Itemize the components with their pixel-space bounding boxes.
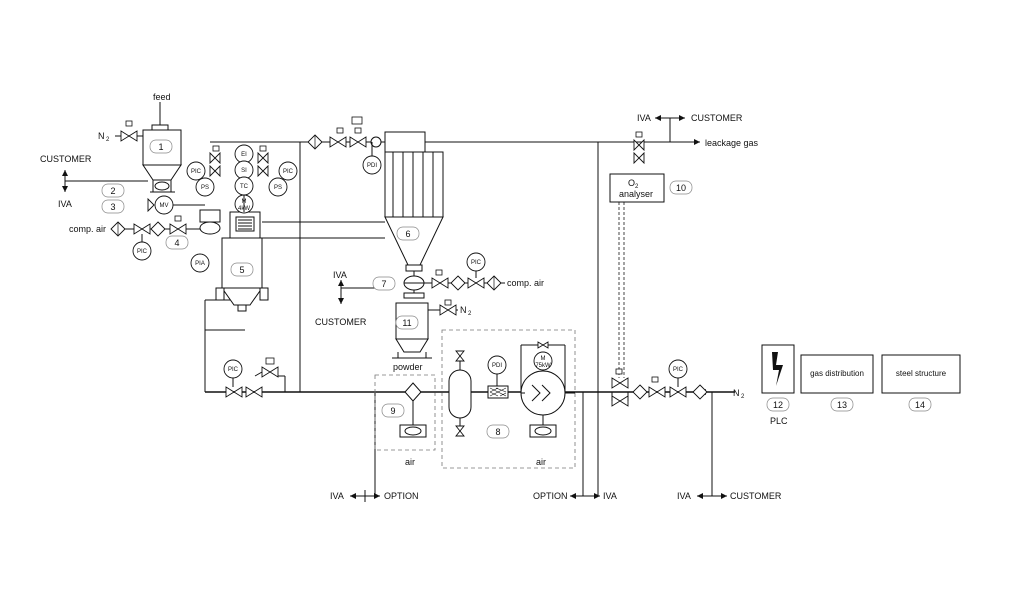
customer-label-1: CUSTOMER bbox=[40, 154, 92, 164]
svg-text:EI: EI bbox=[241, 152, 247, 158]
instrument-bubbles bbox=[132, 144, 688, 379]
powder-container bbox=[392, 302, 432, 359]
svg-text:PIC: PIC bbox=[191, 169, 202, 175]
customer-label-4: CUSTOMER bbox=[691, 113, 743, 123]
svg-text:2: 2 bbox=[468, 311, 472, 317]
callout-2: 2 bbox=[110, 186, 115, 196]
svg-text:PS: PS bbox=[274, 185, 282, 191]
air-label-1: air bbox=[405, 457, 415, 467]
callout-8: 8 bbox=[495, 427, 500, 437]
plc-label: PLC bbox=[770, 416, 788, 426]
comp-air-label-2: comp. air bbox=[507, 278, 544, 288]
iva-label-3: IVA bbox=[330, 491, 344, 501]
gas-distribution-cabinet bbox=[800, 354, 874, 394]
n2-label-2: N bbox=[460, 305, 467, 315]
svg-text:PDI: PDI bbox=[492, 363, 502, 369]
svg-text:M: M bbox=[541, 356, 546, 362]
text-labels: feed N 2 CUSTOMER IVA comp. air IVA CUST… bbox=[40, 92, 947, 501]
svg-text:4kW: 4kW bbox=[238, 206, 250, 212]
gas-distribution-label: gas distribution bbox=[810, 369, 864, 378]
iva-label-2: IVA bbox=[333, 270, 347, 280]
analyser-lines bbox=[609, 173, 665, 378]
svg-text:M: M bbox=[242, 199, 247, 205]
cabinets bbox=[761, 344, 961, 394]
leakage-gas-label: leackage gas bbox=[705, 138, 759, 148]
instrument-connectors bbox=[141, 142, 679, 401]
svg-text:75kW: 75kW bbox=[535, 363, 551, 369]
air-label-2: air bbox=[536, 457, 546, 467]
bag-filter bbox=[370, 131, 444, 299]
callout-13: 13 bbox=[837, 400, 847, 410]
callout-4: 4 bbox=[174, 238, 179, 248]
callout-12: 12 bbox=[773, 400, 783, 410]
numbered-callouts: 1 2 3 4 5 6 7 8 9 10 11 12 13 14 bbox=[101, 139, 932, 439]
callout-14: 14 bbox=[915, 400, 925, 410]
callout-9: 9 bbox=[390, 406, 395, 416]
valves bbox=[110, 116, 708, 437]
svg-text:PIC: PIC bbox=[471, 260, 482, 266]
iva-label-1: IVA bbox=[58, 199, 72, 209]
svg-text:TC: TC bbox=[240, 184, 249, 190]
feed-label: feed bbox=[153, 92, 171, 102]
callout-7: 7 bbox=[381, 279, 386, 289]
option-label-2: OPTION bbox=[533, 491, 568, 501]
svg-text:SI: SI bbox=[241, 168, 247, 174]
comp-air-label-1: comp. air bbox=[69, 224, 106, 234]
iva-label-4: IVA bbox=[603, 491, 617, 501]
n2-label-1: N bbox=[98, 131, 105, 141]
compressor-skid bbox=[441, 329, 576, 469]
customer-label-2: CUSTOMER bbox=[315, 317, 367, 327]
svg-text:2: 2 bbox=[741, 394, 745, 400]
n2-label-3: N bbox=[733, 388, 740, 398]
dryer-vessel bbox=[172, 204, 269, 312]
callout-6: 6 bbox=[405, 229, 410, 239]
callout-5: 5 bbox=[239, 265, 244, 275]
powder-label: powder bbox=[393, 362, 423, 372]
option-label-1: OPTION bbox=[384, 491, 419, 501]
svg-text:PIA: PIA bbox=[195, 261, 205, 267]
steel-structure-box bbox=[881, 354, 961, 394]
analyser-label: analyser bbox=[619, 189, 653, 199]
svg-text:2: 2 bbox=[106, 137, 110, 143]
svg-text:MV: MV bbox=[160, 203, 169, 209]
iva-label-5: IVA bbox=[677, 491, 691, 501]
iva-label-6: IVA bbox=[637, 113, 651, 123]
customer-label-3: CUSTOMER bbox=[730, 491, 782, 501]
steel-structure-label: steel structure bbox=[896, 369, 947, 378]
svg-text:2: 2 bbox=[635, 184, 639, 190]
svg-text:PS: PS bbox=[201, 185, 209, 191]
svg-text:PIC: PIC bbox=[673, 367, 684, 373]
svg-text:PIC: PIC bbox=[283, 169, 294, 175]
o2-label: O bbox=[628, 178, 635, 188]
svg-text:PIC: PIC bbox=[228, 367, 239, 373]
svg-text:PIC: PIC bbox=[137, 249, 148, 255]
callout-1: 1 bbox=[158, 142, 163, 152]
callout-3: 3 bbox=[110, 202, 115, 212]
callout-11: 11 bbox=[402, 318, 411, 328]
svg-text:PDI: PDI bbox=[367, 163, 377, 169]
cooler-unit bbox=[374, 374, 436, 451]
callout-10: 10 bbox=[676, 183, 686, 193]
instrument-labels: PIC PS PIC PS EI SI TC M 4kW MV PIC PIA … bbox=[137, 152, 684, 373]
